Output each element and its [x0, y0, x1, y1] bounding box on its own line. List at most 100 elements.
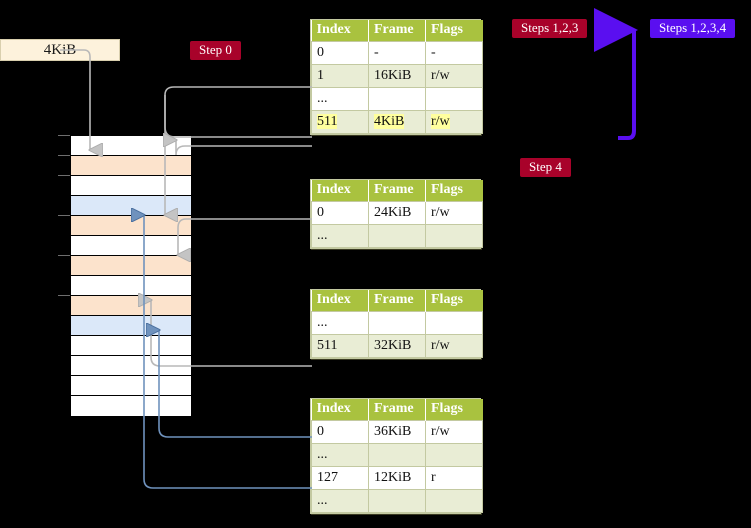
index-cell-text: 0: [317, 204, 324, 220]
frame-cell: 24KiB: [368, 201, 426, 225]
index-cell-text: ...: [317, 90, 328, 106]
index-cell: 511: [311, 110, 369, 134]
frame-cell-text: 16KiB: [374, 67, 412, 83]
frame-cell: [368, 443, 426, 467]
size-label-4kib: 4KiB: [0, 39, 120, 61]
flags-cell-text: -: [431, 44, 436, 60]
column-header-index: Index: [311, 290, 369, 312]
flags-cell: [425, 489, 483, 513]
memory-block: [71, 296, 191, 316]
frame-cell: [368, 311, 426, 335]
flags-cell-text: r/w: [431, 204, 450, 220]
frame-cell: 32KiB: [368, 334, 426, 358]
memory-block: [71, 236, 191, 256]
flags-cell: r/w: [425, 64, 483, 88]
index-cell: ...: [311, 224, 369, 248]
flags-cell-text: r/w: [431, 113, 450, 129]
link-memory-to-pt2-a: [175, 145, 312, 156]
frame-cell: [368, 87, 426, 111]
flags-cell-text: r/w: [431, 423, 450, 439]
index-cell-text: ...: [317, 314, 328, 330]
index-cell: 127: [311, 466, 369, 490]
index-cell-text: 511: [317, 113, 338, 129]
column-header-index: Index: [311, 180, 369, 202]
physical-memory-column: [70, 135, 191, 416]
memory-block: [71, 316, 191, 336]
column-header-frame: Frame: [368, 20, 426, 42]
index-cell: ...: [311, 87, 369, 111]
memory-block-tick: [58, 175, 70, 176]
column-header-flags: Flags: [425, 20, 483, 42]
index-cell: 1: [311, 64, 369, 88]
table-row: 511 32KiB r/w: [311, 334, 483, 358]
frame-cell-text: 36KiB: [374, 423, 412, 439]
table-row: ...: [311, 311, 483, 335]
flags-cell-text: r/w: [431, 337, 450, 353]
memory-block-tick: [58, 255, 70, 256]
memory-block-tick: [58, 155, 70, 156]
index-cell: ...: [311, 489, 369, 513]
index-cell-text: ...: [317, 227, 328, 243]
memory-block: [71, 356, 191, 376]
frame-cell: 36KiB: [368, 420, 426, 444]
table-row: 0 24KiB r/w: [311, 201, 483, 225]
frame-cell: [368, 224, 426, 248]
table-row: ...: [311, 443, 483, 467]
flags-cell-text: r/w: [431, 67, 450, 83]
index-cell-text: ...: [317, 492, 328, 508]
table-row: ...: [311, 87, 483, 111]
link-pt1-row511-feed: [164, 86, 312, 138]
flags-cell: r/w: [425, 110, 483, 134]
index-cell: 0: [311, 41, 369, 65]
size-label-text: 4KiB: [43, 41, 77, 58]
flags-cell: [425, 311, 483, 335]
column-header-index: Index: [311, 399, 369, 421]
flags-cell: [425, 443, 483, 467]
memory-block: [71, 136, 191, 156]
table-row: 511 4KiB r/w: [311, 110, 483, 134]
table-row: 1 16KiB r/w: [311, 64, 483, 88]
memory-block: [71, 276, 191, 296]
table-row: ...: [311, 224, 483, 248]
column-header-frame: Frame: [368, 399, 426, 421]
memory-block: [71, 156, 191, 176]
column-header-frame: Frame: [368, 180, 426, 202]
memory-block: [71, 196, 191, 216]
badge-step-0: Step 0: [190, 41, 241, 61]
column-header-flags: Flags: [425, 399, 483, 421]
memory-block-tick: [58, 215, 70, 216]
memory-block-tick: [58, 295, 70, 296]
flags-cell: [425, 87, 483, 111]
index-cell: ...: [311, 311, 369, 335]
frame-cell: -: [368, 41, 426, 65]
memory-block: [71, 336, 191, 356]
index-cell: 0: [311, 201, 369, 225]
index-cell: 0: [311, 420, 369, 444]
memory-block: [71, 176, 191, 196]
memory-block: [71, 376, 191, 396]
badge-step-4: Step 4: [520, 158, 571, 178]
index-cell-text: ...: [317, 446, 328, 462]
index-cell-text: 1: [317, 67, 324, 83]
flags-cell: [425, 224, 483, 248]
index-cell-text: 0: [317, 44, 324, 60]
frame-cell-text: 24KiB: [374, 204, 412, 220]
table-row: ...: [311, 489, 483, 513]
index-cell-text: 127: [317, 469, 338, 485]
index-cell-text: 511: [317, 337, 338, 353]
column-header-frame: Frame: [368, 290, 426, 312]
frame-cell: 4KiB: [368, 110, 426, 134]
frame-cell-text: 4KiB: [374, 113, 405, 129]
flags-cell: r/w: [425, 201, 483, 225]
memory-block: [71, 256, 191, 276]
link-pt2-to-memory: [178, 218, 312, 255]
flags-cell: -: [425, 41, 483, 65]
frame-cell: 16KiB: [368, 64, 426, 88]
table-row: 0 --: [311, 41, 483, 65]
